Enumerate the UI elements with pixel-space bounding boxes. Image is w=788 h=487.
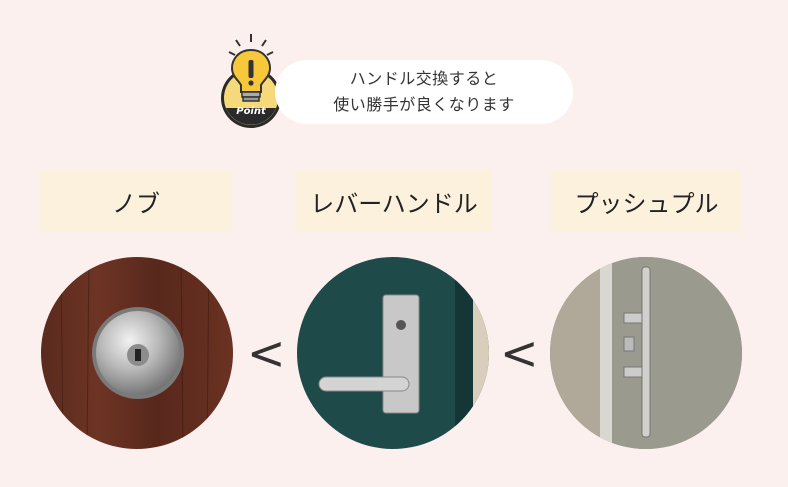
door-knob-photo (41, 257, 233, 449)
point-line-2: 使い勝手が良くなります (333, 95, 515, 114)
point-badge-label: Point (236, 106, 266, 117)
lever-handle-photo (297, 257, 489, 449)
lightbulb-icon (221, 34, 281, 128)
label-knob: ノブ (40, 170, 232, 232)
less-than-2: < (500, 326, 539, 380)
point-badge: Point (216, 30, 290, 130)
label-push-pull: プッシュプル (551, 170, 742, 232)
label-lever-handle: レバーハンドル (296, 170, 492, 232)
point-line-1: ハンドル交換すると (349, 69, 499, 88)
push-pull-handle-photo (550, 257, 742, 449)
point-message: ハンドル交換すると 使い勝手が良くなります (295, 66, 553, 118)
less-than-1: < (247, 326, 286, 380)
point-bubble (275, 60, 573, 124)
